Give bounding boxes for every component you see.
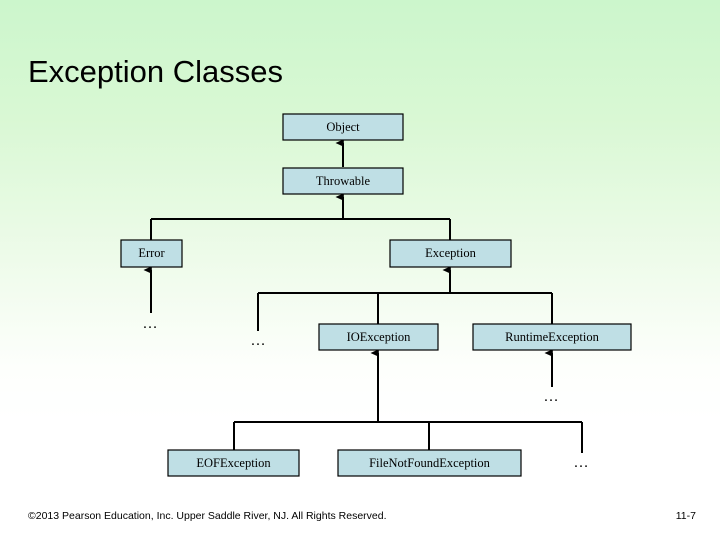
node-ioexception[interactable]: IOException	[318, 323, 439, 351]
node-runtimeexception-label: RuntimeException	[505, 330, 599, 344]
node-error[interactable]: Error	[120, 239, 183, 268]
node-filenotfoundexception[interactable]: FileNotFoundException	[337, 449, 522, 477]
footer-copyright: ©2013 Pearson Education, Inc. Upper Sadd…	[28, 510, 387, 522]
node-object[interactable]: Object	[282, 113, 404, 141]
node-throwable[interactable]: Throwable	[282, 167, 404, 195]
edge-ioexception-children	[233, 349, 583, 453]
node-eofexception[interactable]: EOFException	[167, 449, 300, 477]
node-filenotfoundexception-label: FileNotFoundException	[369, 456, 491, 470]
ellipsis-exception-child-first: …	[251, 333, 268, 349]
node-error-label: Error	[138, 246, 165, 260]
node-ioexception-label: IOException	[347, 330, 412, 344]
node-runtimeexception[interactable]: RuntimeException	[472, 323, 632, 351]
ellipsis-error-children: …	[143, 316, 160, 332]
edge-error-exception-to-throwable	[150, 193, 451, 240]
node-object-label: Object	[326, 120, 360, 134]
ellipsis-io-child-last: …	[574, 455, 591, 471]
node-throwable-label: Throwable	[316, 174, 371, 188]
footer-page-number: 11-7	[675, 510, 696, 522]
node-eofexception-label: EOFException	[196, 456, 271, 470]
page-title: Exception Classes	[28, 54, 284, 89]
node-exception[interactable]: Exception	[389, 239, 512, 268]
node-exception-label: Exception	[425, 246, 476, 260]
ellipsis-runtime-children: …	[544, 389, 561, 405]
edge-exception-children	[257, 266, 553, 331]
